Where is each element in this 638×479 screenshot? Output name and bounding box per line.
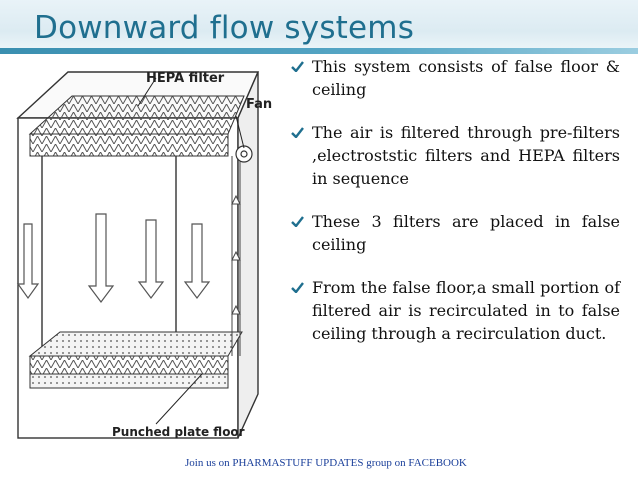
bullet-item: The air is filtered through pre-filters … bbox=[288, 121, 620, 190]
footer-link[interactable]: Join us on PHARMASTUFF UPDATES group on … bbox=[185, 457, 467, 469]
cabinet-diagram-svg: HEPA filter Fan Punched plate floor bbox=[16, 71, 272, 439]
punched-plate-floor bbox=[28, 331, 243, 389]
bullet-text: The air is filtered through pre-filters … bbox=[312, 123, 620, 188]
bullet-text: From the false floor,a small portion of … bbox=[312, 278, 620, 343]
bullet-list: This system consists of false floor & ce… bbox=[288, 55, 620, 365]
check-bullet-icon bbox=[291, 61, 304, 72]
slide-title: Downward flow systems bbox=[34, 10, 415, 46]
punched-plate-floor-label: Punched plate floor bbox=[112, 425, 245, 439]
hepa-filter-label: HEPA filter bbox=[146, 71, 225, 86]
header-accent-stripe bbox=[0, 48, 638, 54]
downward-flow-diagram: HEPA filter Fan Punched plate floor bbox=[6, 56, 298, 460]
recirculation-duct bbox=[231, 156, 241, 356]
bullet-item: This system consists of false floor & ce… bbox=[288, 55, 620, 101]
bullet-text: These 3 filters are placed in false ceil… bbox=[312, 212, 620, 254]
bullet-text: This system consists of false floor & ce… bbox=[312, 57, 620, 99]
check-bullet-icon bbox=[291, 216, 304, 227]
header-band bbox=[0, 0, 638, 52]
check-bullet-icon bbox=[291, 282, 304, 293]
bullet-item: From the false floor,a small portion of … bbox=[288, 276, 620, 345]
bullet-item: These 3 filters are placed in false ceil… bbox=[288, 210, 620, 256]
check-bullet-icon bbox=[291, 127, 304, 138]
downward-air-arrows bbox=[16, 213, 211, 303]
fan-label: Fan bbox=[246, 97, 272, 112]
hepa-filter-ceiling bbox=[28, 95, 245, 157]
fan-icon bbox=[235, 145, 253, 163]
